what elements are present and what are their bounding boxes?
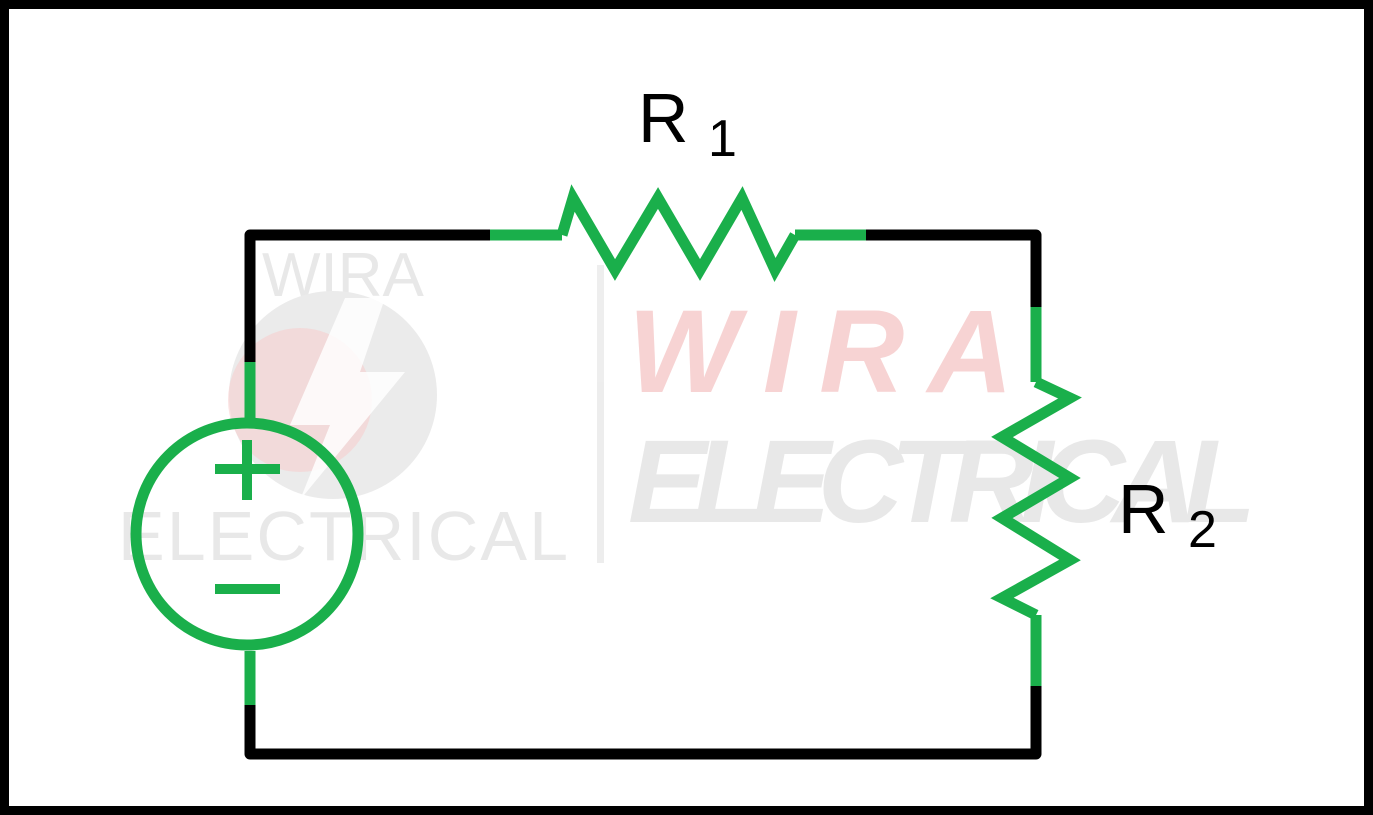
plus-icon <box>215 440 280 500</box>
label-r2-letter: R <box>1118 470 1169 548</box>
watermark-large-top: WIRA <box>628 286 1013 418</box>
resistor-r1 <box>556 184 800 283</box>
component-leads <box>244 229 1042 705</box>
label-r1-letter: R <box>638 79 689 157</box>
wire-top-left <box>244 229 496 368</box>
wires <box>244 229 1042 760</box>
label-r2-subscript: 2 <box>1188 501 1217 559</box>
watermark-divider <box>597 265 604 563</box>
wire-top-right <box>860 229 1042 313</box>
label-r2: R 2 <box>1118 470 1217 559</box>
lightning-icon <box>290 298 405 500</box>
watermark-logo-left: WIRA ELECTRICAL <box>118 241 604 575</box>
watermark-large-bottom: ELECTRICAL <box>628 416 1256 548</box>
resistor-r2 <box>990 377 1082 620</box>
voltage-source <box>130 417 364 651</box>
watermark-small-bottom: ELECTRICAL <box>118 497 568 575</box>
voltage-source-circle <box>130 417 364 651</box>
watermark-text-right: WIRA ELECTRICAL <box>628 286 1256 548</box>
label-r1: R 1 <box>638 79 737 168</box>
wire-bottom <box>244 680 1042 760</box>
label-r1-subscript: 1 <box>708 110 737 168</box>
